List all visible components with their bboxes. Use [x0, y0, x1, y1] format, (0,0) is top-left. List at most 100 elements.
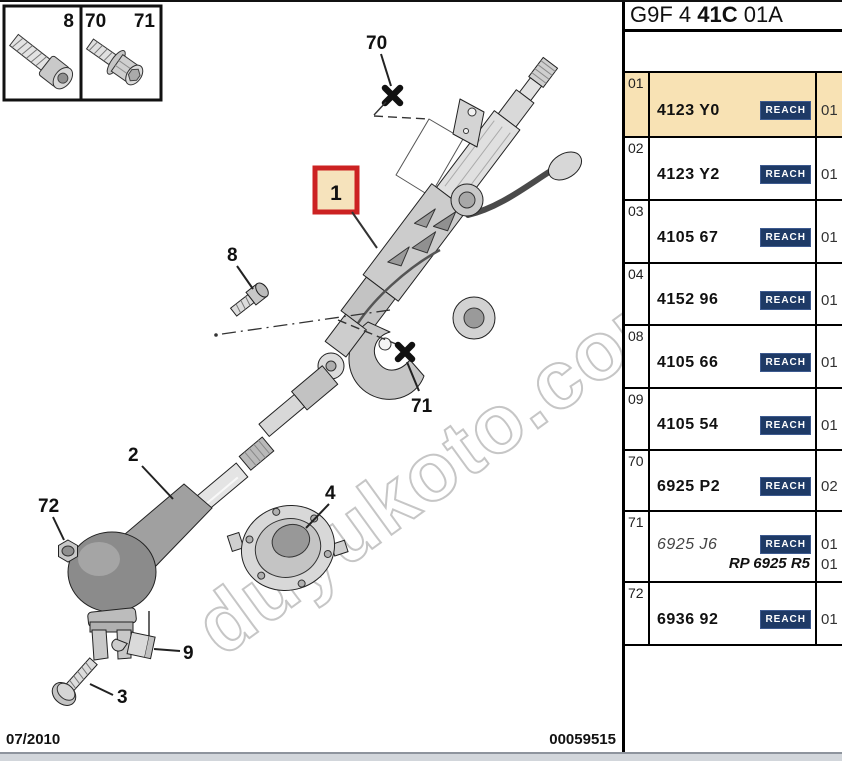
part-number: 4105 66: [657, 353, 719, 371]
qty-cell: 01: [821, 611, 838, 628]
callout-9: 9: [183, 643, 194, 664]
ref-cell: 72: [625, 583, 650, 644]
part-cell: 4105 66 REACH: [650, 326, 817, 387]
ref-cell: 04: [625, 264, 650, 324]
qty-cell: 01: [821, 291, 838, 309]
top-border: [0, 0, 842, 2]
part-number: 4123 Y0: [657, 101, 720, 119]
part-number: 4105 67: [657, 228, 719, 246]
part-number: 6936 92: [657, 610, 719, 628]
qty-cell: 01: [821, 354, 838, 371]
footer-date: 07/2010: [6, 731, 61, 748]
ref-cell: 70: [625, 451, 650, 510]
table-row: 09 4105 54 REACH 01: [625, 389, 842, 451]
bottom-divider: [0, 752, 842, 754]
part-cell: 4105 67 REACH: [650, 201, 817, 262]
qty-cell: 01: [821, 416, 838, 434]
reach-badge[interactable]: REACH: [760, 101, 811, 120]
callout-3: 3: [117, 687, 128, 708]
nut-72: [58, 539, 78, 563]
table-row: 03 4105 67 REACH 01: [625, 201, 842, 264]
universal-joint: [258, 313, 367, 437]
ref-cell: 71: [625, 512, 650, 581]
ref-cell: 02: [625, 138, 650, 199]
code-suffix: 01A: [737, 1, 783, 27]
table-row: 70 6925 P2 REACH 02: [625, 451, 842, 512]
upper-column: [340, 56, 559, 333]
callout-70: 70: [366, 33, 387, 54]
inset-label-71: 71: [134, 11, 156, 32]
callout-72: 72: [38, 496, 59, 517]
reach-badge[interactable]: REACH: [760, 228, 811, 247]
socket-screw-icon: [8, 33, 74, 90]
replacement-part-number: RP 6925 R5: [728, 555, 810, 572]
bolt-8: [214, 282, 391, 337]
code-prefix: G9F 4: [630, 1, 698, 27]
table-row: 71 6925 J6 REACH RP 6925 R5 01 01: [625, 512, 842, 583]
callout-71: 71: [411, 396, 433, 417]
part-number: 4123 Y2: [657, 165, 720, 183]
qty-cell: 01 01: [817, 512, 842, 581]
steering-column-assembly: [258, 56, 583, 437]
callout-2: 2: [128, 445, 139, 466]
reach-badge[interactable]: REACH: [760, 290, 811, 310]
qty-cell: 01: [821, 102, 838, 119]
reach-badge[interactable]: REACH: [760, 477, 811, 496]
reach-badge[interactable]: REACH: [760, 165, 811, 184]
part-number: 4105 54: [657, 416, 719, 433]
reach-badge[interactable]: REACH: [760, 610, 811, 629]
reach-badge[interactable]: REACH: [760, 535, 811, 554]
assembly-code-header: G9F 4 41C 01A: [625, 0, 842, 32]
inset-label-8: 8: [63, 11, 74, 32]
ball-joint-boot: [67, 483, 213, 661]
part-cell: 4105 54 REACH: [650, 389, 817, 449]
table-row: 02 4123 Y2 REACH 01: [625, 138, 842, 201]
table-row: 08 4105 66 REACH 01: [625, 326, 842, 389]
qty-cell: 01: [821, 229, 838, 246]
header-gap: [625, 32, 842, 71]
part-cell: 4123 Y2 REACH: [650, 138, 817, 199]
table-row: 72 6936 92 REACH 01: [625, 583, 842, 646]
ref-cell: 08: [625, 326, 650, 387]
ref-cell: 01: [625, 73, 650, 136]
inset-fastener-boxes: 8 70 71: [2, 4, 163, 102]
qty-cell: 02: [821, 478, 838, 495]
mounting-tab: [452, 98, 485, 148]
ref-cell: 03: [625, 201, 650, 262]
part-number: 4152 96: [657, 291, 719, 308]
ref-cell: 09: [625, 389, 650, 449]
parts-rows: 01 4123 Y0 REACH 01 02 4123 Y2 REACH 01 …: [625, 71, 842, 646]
callout-8: 8: [227, 245, 238, 266]
lower-clamp: [348, 321, 425, 400]
part-cell: 6925 J6 REACH RP 6925 R5: [650, 512, 817, 581]
inset-label-70: 70: [85, 11, 106, 32]
reach-badge[interactable]: REACH: [760, 415, 811, 435]
part-cell: 6936 92 REACH: [650, 583, 817, 644]
clip-9: [111, 611, 156, 660]
part-number: 6925 J6: [657, 535, 718, 553]
part-number: 6925 P2: [657, 477, 721, 495]
code-bold: 41C: [697, 1, 738, 27]
part-cell: 4123 Y0 REACH: [650, 73, 817, 136]
hex-bolt-icon: [85, 38, 144, 86]
qty-value: 01: [821, 536, 838, 553]
bolt-3: [51, 657, 98, 706]
harness-wire: [350, 248, 441, 334]
part-cell: 4152 96 REACH: [650, 264, 817, 324]
parts-list-panel: G9F 4 41C 01A 01 4123 Y0 REACH 01 02 412…: [622, 0, 842, 753]
callouts: 70 1 8 71 2: [38, 33, 433, 708]
part-cell: 6925 P2 REACH: [650, 451, 817, 510]
table-row: 01 4123 Y0 REACH 01: [625, 73, 842, 138]
table-row: 04 4152 96 REACH 01: [625, 264, 842, 326]
exploded-diagram: duyukoto.com: [2, 4, 706, 708]
callout-1: 1: [330, 182, 342, 205]
drawing-number: 00059515: [549, 731, 616, 748]
fastener-x-mark-71: [394, 341, 416, 363]
qty-cell: 01: [821, 166, 838, 183]
callout-4: 4: [325, 483, 336, 504]
replacement-qty-value: 01: [821, 556, 838, 573]
bottom-bar: [0, 754, 842, 761]
reach-badge[interactable]: REACH: [760, 353, 811, 372]
callout-1-box: 1: [312, 165, 378, 249]
